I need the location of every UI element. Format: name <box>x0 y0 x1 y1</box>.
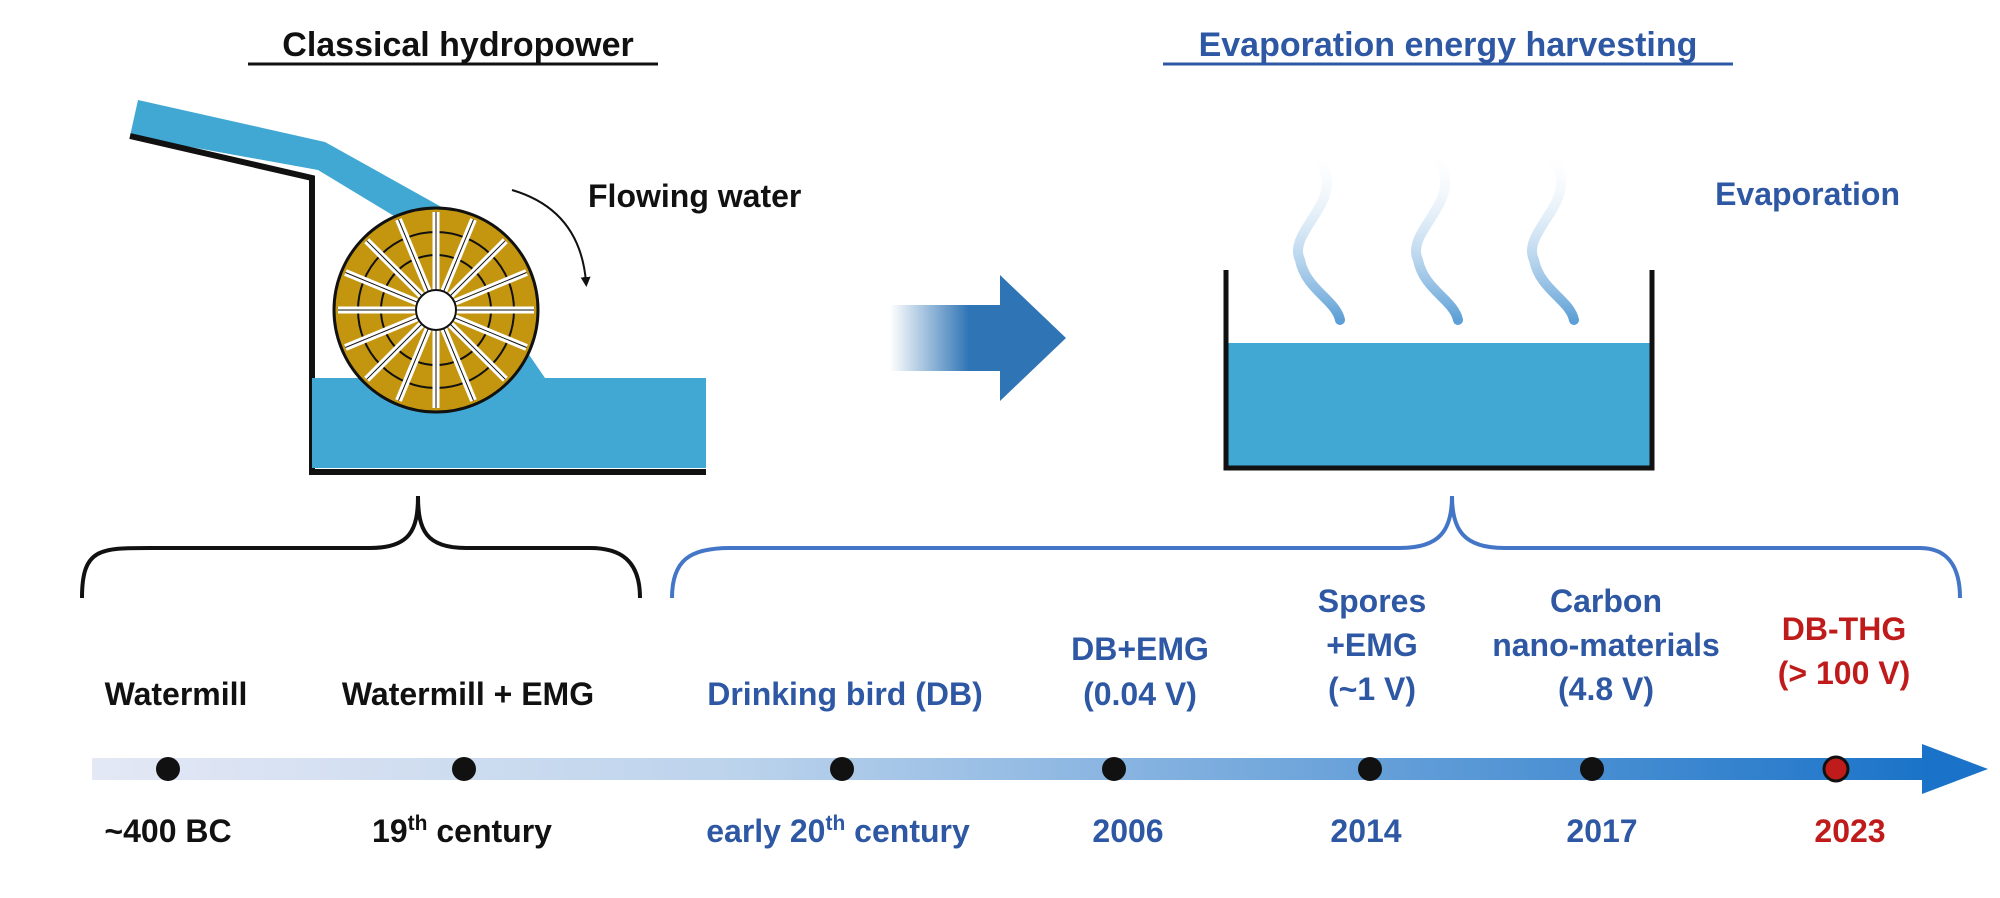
wheel-paddle-outline <box>398 328 429 401</box>
event-label: Watermill + EMG <box>342 676 594 712</box>
water-chute <box>130 100 472 262</box>
evaporation-brace <box>670 495 1962 599</box>
event-watermill: Watermill ~400 BC <box>104 676 247 849</box>
event-marker <box>1580 757 1604 781</box>
heading-evaporation: Evaporation energy harvesting <box>1163 26 1733 66</box>
wheel-paddle-outline <box>345 317 418 348</box>
event-date: 2006 <box>1092 813 1163 849</box>
event-value: (0.04 V) <box>1083 676 1197 712</box>
event-marker-highlight <box>1822 755 1850 783</box>
heading-evaporation-text: Evaporation energy harvesting <box>1199 26 1698 64</box>
event-date: early 20th century <box>706 812 970 849</box>
event-label: DB+EMG <box>1071 631 1209 667</box>
heading-classical: Classical hydropower <box>248 26 658 66</box>
timeline-arrowhead-icon <box>1922 744 1988 794</box>
timeline <box>92 744 1988 794</box>
event-value: (4.8 V) <box>1558 671 1654 707</box>
watermill-illustration: Flowing water <box>129 100 801 475</box>
event-date: ~400 BC <box>104 813 231 849</box>
wheel-paddle-outline <box>443 219 474 292</box>
event-label: Carbon <box>1550 583 1662 619</box>
flowing-water-label: Flowing water <box>588 178 801 214</box>
evaporation-label: Evaporation <box>1715 176 1900 212</box>
event-label: +EMG <box>1326 627 1418 663</box>
event-spores-emg: Spores +EMG (~1 V) 2014 <box>1318 583 1426 849</box>
transition-arrow-icon <box>890 275 1066 401</box>
wheel-paddle-outline <box>345 272 418 303</box>
event-label: Drinking bird (DB) <box>707 676 983 712</box>
wheel-paddle-outline <box>454 272 527 303</box>
event-marker <box>1102 757 1126 781</box>
wheel-paddle-outline <box>449 240 506 297</box>
event-marker <box>830 757 854 781</box>
wheel-paddle-outline <box>443 328 474 401</box>
event-value: (> 100 V) <box>1778 655 1911 691</box>
wheel-paddle-outline <box>454 317 527 348</box>
event-label: nano-materials <box>1492 627 1720 663</box>
event-carbon-nanomaterials: Carbon nano-materials (4.8 V) 2017 <box>1492 583 1720 849</box>
wheel-paddle-outline <box>366 240 423 297</box>
event-marker <box>452 757 476 781</box>
event-value: (~1 V) <box>1328 671 1416 707</box>
event-date: 2014 <box>1330 813 1401 849</box>
event-marker <box>156 757 180 781</box>
rotation-arrow-icon <box>511 189 591 287</box>
event-label: Watermill <box>105 676 248 712</box>
wheel-paddle-outline <box>449 323 506 380</box>
steam-icon <box>1293 153 1579 325</box>
wheel-paddle-outline <box>366 323 423 380</box>
event-date: 2017 <box>1566 813 1637 849</box>
event-db-emg: DB+EMG (0.04 V) 2006 <box>1071 631 1209 849</box>
event-date: 19th century <box>372 812 552 849</box>
evaporation-container: Evaporation <box>1223 153 1900 471</box>
water-basin <box>1226 343 1652 468</box>
classical-brace <box>80 495 642 599</box>
event-date: 2023 <box>1814 813 1885 849</box>
event-drinking-bird: Drinking bird (DB) early 20th century <box>706 676 983 849</box>
event-label: DB-THG <box>1782 611 1906 647</box>
mill-frame <box>129 133 706 475</box>
heading-classical-text: Classical hydropower <box>282 26 633 64</box>
water-wheel <box>332 206 540 414</box>
event-label: Spores <box>1318 583 1426 619</box>
water-pool <box>312 378 706 468</box>
wheel-paddle-outline <box>398 219 429 292</box>
event-marker <box>1358 757 1382 781</box>
event-watermill-emg: Watermill + EMG 19th century <box>342 676 594 849</box>
event-db-thg: DB-THG (> 100 V) 2023 <box>1778 611 1911 849</box>
timeline-bar <box>92 758 1932 780</box>
